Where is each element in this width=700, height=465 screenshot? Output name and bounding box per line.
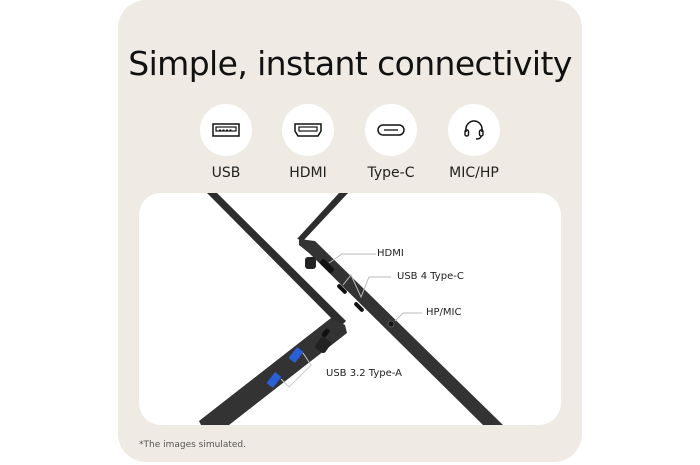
port-item-mic-hp: MIC/HP bbox=[429, 104, 519, 181]
port-label-usb: USB bbox=[211, 165, 241, 181]
audio-jack bbox=[387, 320, 395, 328]
mic-hp-icon-circle bbox=[448, 104, 500, 156]
port-item-usb: USB bbox=[181, 104, 271, 181]
usb-icon-circle bbox=[200, 104, 252, 156]
right-laptop-foot bbox=[305, 257, 316, 269]
hpmic-callout-line bbox=[394, 312, 422, 322]
headset-icon bbox=[464, 120, 484, 140]
headline: Simple, instant connectivity bbox=[128, 44, 572, 83]
footnote: *The images simulated. bbox=[139, 440, 246, 450]
left-laptop-base bbox=[199, 318, 347, 425]
laptop-illustration bbox=[199, 193, 503, 425]
left-laptop-foot bbox=[315, 337, 331, 353]
port-label-type-c: Type-C bbox=[367, 165, 415, 181]
laptop-side-view-panel: HDMI USB 4 Type-C HP/MIC USB 3.2 Type-A bbox=[139, 193, 561, 425]
usba-callout-line bbox=[280, 352, 312, 388]
port-label-hdmi: HDMI bbox=[289, 165, 327, 181]
hdmi-port bbox=[320, 259, 334, 273]
callout-hdmi: HDMI bbox=[377, 248, 404, 259]
hdmi-callout-line bbox=[328, 253, 376, 264]
usb-c-port-icon bbox=[377, 124, 405, 136]
usb-a-port-1 bbox=[288, 347, 304, 363]
callout-usb4-type-c: USB 4 Type-C bbox=[397, 271, 464, 282]
port-item-type-c: Type-C bbox=[346, 104, 436, 181]
right-laptop-lid bbox=[297, 193, 348, 240]
usb-c-port-1 bbox=[337, 284, 347, 294]
kensington-slot bbox=[321, 328, 330, 338]
callout-hp-mic: HP/MIC bbox=[426, 307, 462, 318]
usb-a-port-2 bbox=[266, 372, 282, 388]
hdmi-port-icon bbox=[294, 123, 322, 137]
right-laptop-base bbox=[299, 239, 503, 425]
hdmi-icon-circle bbox=[282, 104, 334, 156]
usb-a-port-icon bbox=[212, 123, 240, 137]
usb-c-port-2 bbox=[354, 302, 364, 312]
port-label-mic-hp: MIC/HP bbox=[449, 165, 499, 181]
port-icon-row: USB HDMI Type-C MIC/HP bbox=[0, 104, 700, 184]
usb4-callout-line bbox=[342, 274, 391, 299]
left-laptop-lid bbox=[207, 193, 346, 327]
type-c-icon-circle bbox=[365, 104, 417, 156]
callout-usb-a: USB 3.2 Type-A bbox=[326, 368, 402, 379]
port-item-hdmi: HDMI bbox=[263, 104, 353, 181]
